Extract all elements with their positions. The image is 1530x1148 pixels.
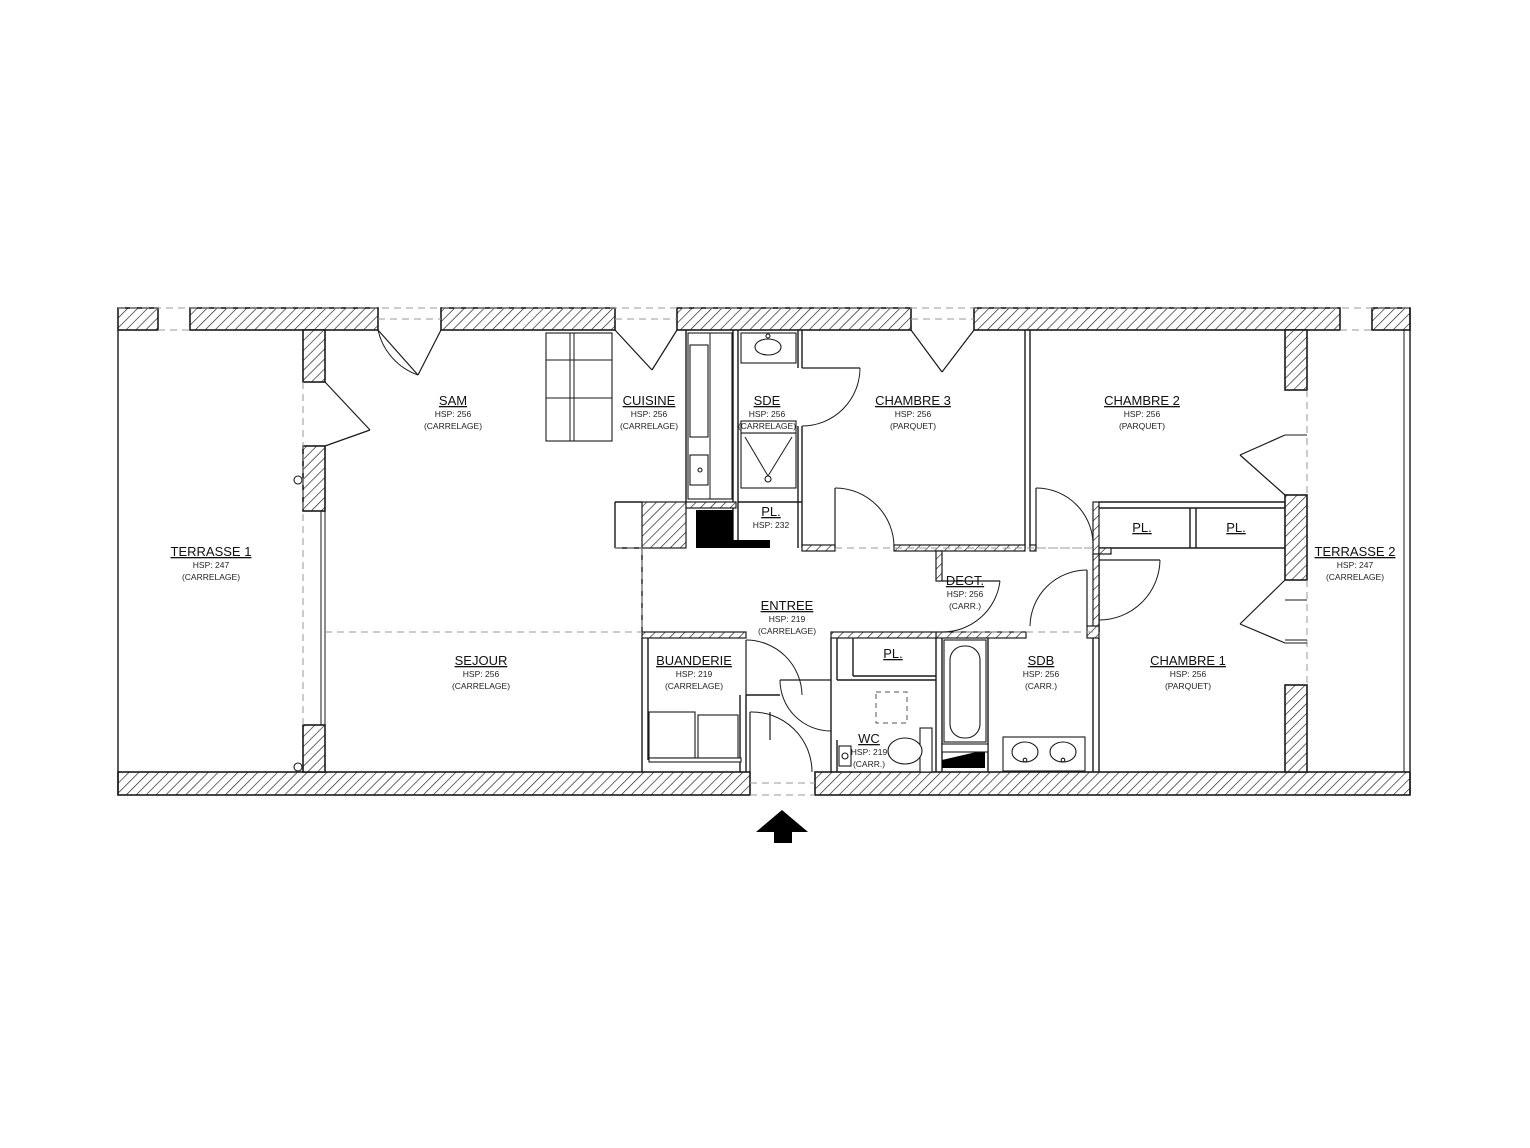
room-hsp: HSP: 256 — [463, 669, 500, 679]
label-sam: SAM HSP: 256 (CARRELAGE) — [424, 393, 482, 431]
room-hsp: HSP: 219 — [676, 669, 713, 679]
room-name: PL. — [883, 646, 903, 661]
label-chambre1: CHAMBRE 1 HSP: 256 (PARQUET) — [1150, 653, 1226, 691]
window-openings — [293, 318, 1308, 796]
label-terrasse1: TERRASSE 1 HSP: 247 (CARRELAGE) — [171, 544, 252, 582]
room-name: TERRASSE 2 — [1315, 544, 1396, 559]
label-sde: SDE HSP: 256 (CARRELAGE) — [738, 393, 796, 431]
exterior-walls — [117, 307, 1411, 796]
room-floor: (CARRELAGE) — [620, 421, 678, 431]
room-floor: (CARRELAGE) — [758, 626, 816, 636]
room-hsp: HSP: 247 — [1337, 560, 1374, 570]
room-name: SEJOUR — [455, 653, 508, 668]
label-wc: WC HSP: 219 (CARR.) — [851, 731, 888, 769]
room-hsp: HSP: 256 — [1023, 669, 1060, 679]
room-floor: (CARRELAGE) — [665, 681, 723, 691]
room-hsp: HSP: 256 — [947, 589, 984, 599]
room-floor: (CARRELAGE) — [1326, 572, 1384, 582]
room-floor: (CARRELAGE) — [182, 572, 240, 582]
room-name: PL. — [1132, 520, 1152, 535]
room-hsp: HSP: 256 — [749, 409, 786, 419]
room-name: CHAMBRE 2 — [1104, 393, 1180, 408]
room-name: SAM — [439, 393, 467, 408]
room-name: CHAMBRE 1 — [1150, 653, 1226, 668]
terrace-edges — [117, 307, 1411, 795]
room-hsp: HSP: 256 — [435, 409, 472, 419]
label-degt: DEGT. HSP: 256 (CARR.) — [946, 573, 984, 611]
room-floor: (CARRELAGE) — [452, 681, 510, 691]
room-name: PL. — [1226, 520, 1246, 535]
room-floor: (PARQUET) — [1165, 681, 1211, 691]
label-pl-ch2b: PL. — [1226, 520, 1246, 535]
label-sdb: SDB HSP: 256 (CARR.) — [1023, 653, 1060, 691]
label-chambre3: CHAMBRE 3 HSP: 256 (PARQUET) — [875, 393, 951, 431]
room-name: CUISINE — [623, 393, 676, 408]
room-hsp: HSP: 256 — [895, 409, 932, 419]
label-entree: ENTREE HSP: 219 (CARRELAGE) — [758, 598, 816, 636]
room-name: SDB — [1028, 653, 1055, 668]
doors — [324, 329, 1286, 773]
room-hsp: HSP: 256 — [1170, 669, 1207, 679]
label-cuisine: CUISINE HSP: 256 (CARRELAGE) — [620, 393, 678, 431]
room-name: PL. — [761, 504, 781, 519]
room-name: ENTREE — [761, 598, 814, 613]
room-floor: (CARR.) — [1025, 681, 1057, 691]
room-hsp: HSP: 219 — [769, 614, 806, 624]
room-hsp: HSP: 247 — [193, 560, 230, 570]
room-hsp: HSP: 256 — [1124, 409, 1161, 419]
room-hsp: HSP: 219 — [851, 747, 888, 757]
room-floor: (PARQUET) — [890, 421, 936, 431]
label-chambre2: CHAMBRE 2 HSP: 256 (PARQUET) — [1104, 393, 1180, 431]
label-pl-sde: PL. HSP: 232 — [753, 504, 790, 530]
room-name: CHAMBRE 3 — [875, 393, 951, 408]
room-floor: (CARR.) — [853, 759, 885, 769]
room-name: BUANDERIE — [656, 653, 732, 668]
room-name: DEGT. — [946, 573, 984, 588]
label-terrasse2: TERRASSE 2 HSP: 247 (CARRELAGE) — [1315, 544, 1396, 582]
label-pl-entree: PL. — [883, 646, 903, 661]
room-floor: (CARRELAGE) — [424, 421, 482, 431]
room-name: TERRASSE 1 — [171, 544, 252, 559]
room-floor: (PARQUET) — [1119, 421, 1165, 431]
label-pl-ch2a: PL. — [1132, 520, 1152, 535]
room-name: WC — [858, 731, 880, 746]
room-floor: (CARR.) — [949, 601, 981, 611]
interior-partitions — [325, 330, 1285, 772]
room-hsp: HSP: 256 — [631, 409, 668, 419]
room-floor: (CARRELAGE) — [738, 421, 796, 431]
room-hsp: HSP: 232 — [753, 520, 790, 530]
entrance-arrow-icon — [756, 810, 808, 843]
room-name: SDE — [754, 393, 781, 408]
room-labels: TERRASSE 1 HSP: 247 (CARRELAGE) SAM HSP:… — [171, 393, 1396, 769]
label-buanderie: BUANDERIE HSP: 219 (CARRELAGE) — [656, 653, 732, 691]
fixtures — [545, 332, 1086, 773]
label-sejour: SEJOUR HSP: 256 (CARRELAGE) — [452, 653, 510, 691]
